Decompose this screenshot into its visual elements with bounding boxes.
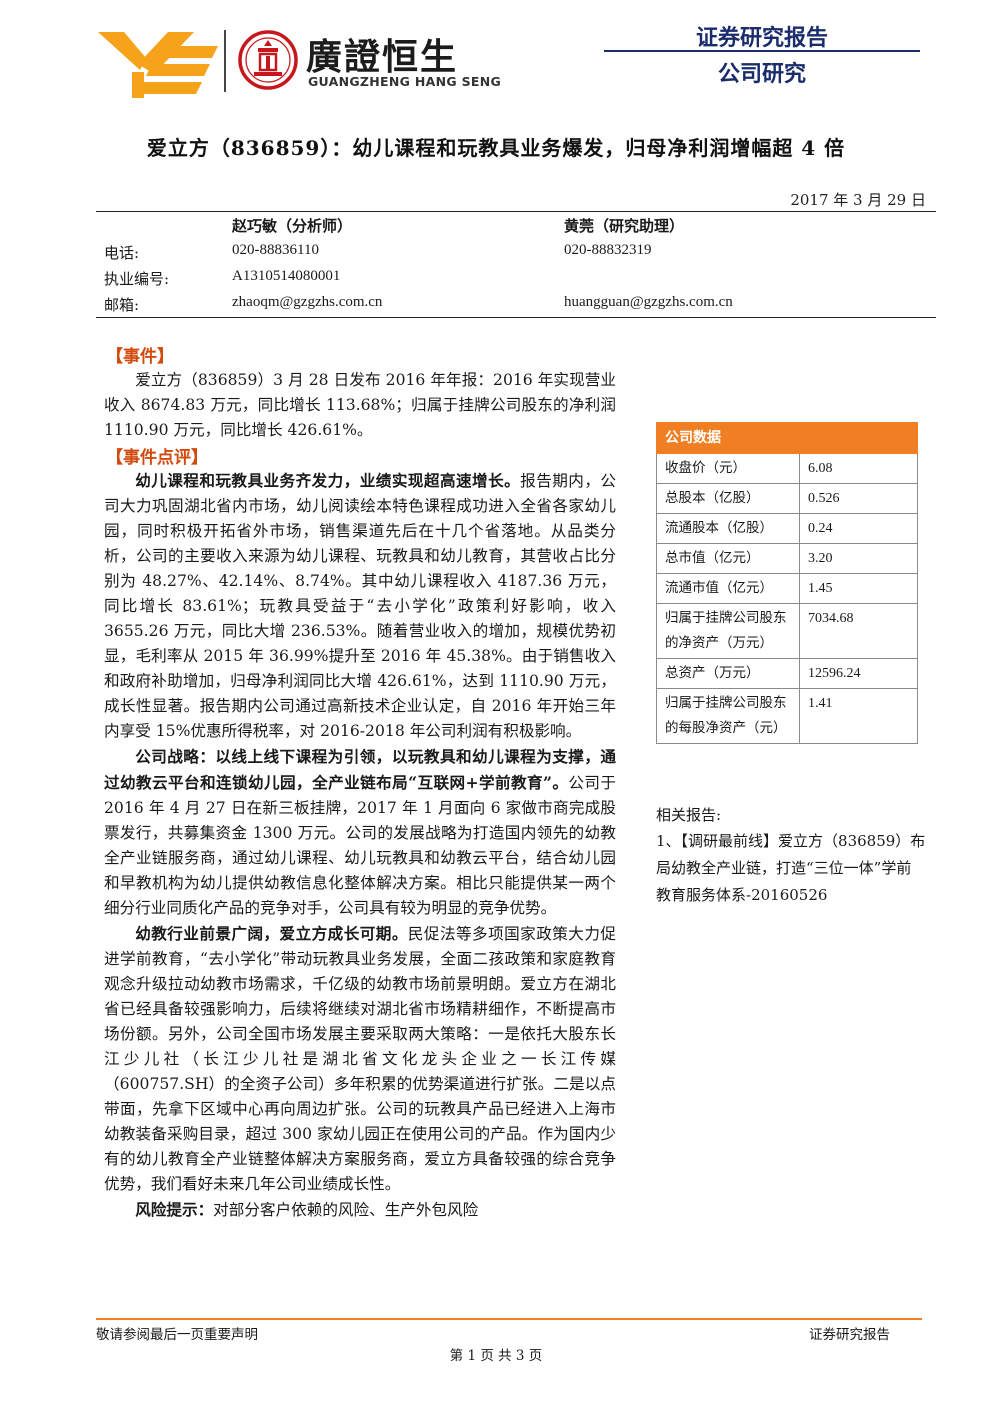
seal-logo-icon <box>238 30 298 90</box>
ye-logo-icon <box>98 32 218 98</box>
table-cell-label: 流通股本（亿股） <box>656 513 800 544</box>
table-cell-label: 归属于挂牌公司股东的净资产（万元） <box>656 603 800 659</box>
risk-lead: 风险提示： <box>135 1200 214 1219</box>
table-row: 总资产（万元） 12596.24 <box>656 658 918 689</box>
table-cell-label: 总市值（亿元） <box>656 543 800 574</box>
table-row: 总市值（亿元） 3.20 <box>656 543 918 574</box>
brand-name-cn: 廣證恒生 <box>306 37 459 78</box>
comment-paragraph-1: 幼儿课程和玩教具业务齐发力，业绩实现超高速增长。报告期内，公司大力巩固湖北省内市… <box>104 468 616 744</box>
risk-paragraph: 风险提示：对部分客户依赖的风险、生产外包风险 <box>104 1197 616 1223</box>
comment-p3-lead: 幼教行业前景广阔，爱立方成长可期。 <box>135 924 408 943</box>
table-cell-value: 7034.68 <box>799 603 918 659</box>
comment-p2-text: 公司于 2016 年 4 月 27 日在新三板挂牌，2017 年 1 月面向 6… <box>104 774 616 917</box>
header-rule <box>604 50 920 52</box>
footer-disclaimer-note: 敬请参阅最后一页重要声明 <box>96 1327 258 1343</box>
table-cell-label: 归属于挂牌公司股东的每股净资产（元） <box>656 688 800 744</box>
comment-p2-lead: 公司战略：以线上线下课程为引领，以玩教具和幼儿课程为支撑，通过幼教云平台和连锁幼… <box>104 747 616 792</box>
comment-paragraph-3: 幼教行业前景广阔，爱立方成长可期。民促法等多项国家政策大力促进学前教育，“去小学… <box>104 921 616 1197</box>
comment-p3-text: 民促法等多项国家政策大力促进学前教育，“去小学化”带动玩教具业务发展，全面二孩政… <box>104 925 616 1193</box>
table-cell-value: 3.20 <box>799 543 918 574</box>
analyst-assistant-phone: 020-88832319 <box>564 242 652 258</box>
table-cell-value: 6.08 <box>799 453 918 484</box>
report-date: 2017 年 3 月 29 日 <box>790 191 926 209</box>
analyst-rule-bottom <box>96 317 936 318</box>
table-cell-label: 总资产（万元） <box>656 658 800 689</box>
related-reports-title: 相关报告: <box>656 806 722 824</box>
table-row: 总股本（亿股） 0.526 <box>656 483 918 514</box>
company-data-table: 公司数据 收盘价（元） 6.08 总股本（亿股） 0.526 流通股本（亿股） … <box>656 422 918 744</box>
comment-p1-text: 报告期内，公司大力巩固湖北省内市场，幼儿阅读绘本特色课程成功进入全省各家幼儿园，… <box>104 472 616 740</box>
risk-text: 对部分客户依赖的风险、生产外包风险 <box>213 1201 479 1219</box>
comment-p1-lead: 幼儿课程和玩教具业务齐发力，业绩实现超高速增长。 <box>135 471 521 490</box>
event-heading: 【事件】 <box>106 347 174 367</box>
comment-heading: 【事件点评】 <box>106 448 208 468</box>
table-cell-value: 12596.24 <box>799 658 918 689</box>
table-cell-value: 1.45 <box>799 573 918 604</box>
event-paragraph: 爱立方（836859）3 月 28 日发布 2016 年年报：2016 年实现营… <box>104 371 616 439</box>
table-cell-label: 流通市值（亿元） <box>656 573 800 604</box>
footer-rule <box>96 1318 922 1320</box>
table-cell-label: 收盘价（元） <box>656 453 800 484</box>
table-row: 流通市值（亿元） 1.45 <box>656 573 918 604</box>
comment-paragraph-2: 公司战略：以线上线下课程为引领，以玩教具和幼儿课程为支撑，通过幼教云平台和连锁幼… <box>104 744 616 921</box>
phone-label: 电话: <box>104 244 140 262</box>
footer-report-type: 证券研究报告 <box>809 1327 890 1343</box>
table-row: 归属于挂牌公司股东的净资产（万元） 7034.68 <box>656 603 918 659</box>
table-cell-value: 0.24 <box>799 513 918 544</box>
analyst-primary-name: 赵巧敏（分析师） <box>232 217 353 235</box>
analyst-primary-email[interactable]: zhaoqm@gzgzhs.com.cn <box>232 294 383 310</box>
page-number: 第 1 页 共 3 页 <box>449 1348 543 1364</box>
analyst-rule-top <box>96 211 936 212</box>
table-row: 流通股本（亿股） 0.24 <box>656 513 918 544</box>
company-data-heading: 公司数据 <box>656 422 918 454</box>
analyst-assistant-name: 黄莞（研究助理） <box>564 217 685 235</box>
license-label: 执业编号: <box>104 270 170 288</box>
table-row: 收盘价（元） 6.08 <box>656 453 918 484</box>
table-header-row: 公司数据 <box>656 422 918 454</box>
table-row: 归属于挂牌公司股东的每股净资产（元） 1.41 <box>656 688 918 744</box>
table-cell-label: 总股本（亿股） <box>656 483 800 514</box>
brand-name-en: GUANGZHENG HANG SENG <box>308 74 502 89</box>
report-subtype: 公司研究 <box>717 62 806 87</box>
table-cell-value: 1.41 <box>799 688 918 744</box>
related-report-link[interactable]: 1、【调研最前线】爱立方（836859）布局幼教全产业链，打造“三位一体”学前教… <box>656 832 926 904</box>
email-label: 邮箱: <box>104 296 140 314</box>
comment-body: 幼儿课程和玩教具业务齐发力，业绩实现超高速增长。报告期内，公司大力巩固湖北省内市… <box>104 468 616 1223</box>
report-title: 爱立方（836859）：幼儿课程和玩教具业务爆发，归母净利润增幅超 4 倍 <box>146 136 846 160</box>
analyst-assistant-email[interactable]: huangguan@gzgzhs.com.cn <box>564 294 733 310</box>
analyst-primary-phone: 020-88836110 <box>232 242 319 258</box>
analyst-primary-license: A1310514080001 <box>232 268 341 284</box>
event-body: 爱立方（836859）3 月 28 日发布 2016 年年报：2016 年实现营… <box>104 368 616 443</box>
table-cell-value: 0.526 <box>799 483 918 514</box>
logo-divider <box>224 30 226 92</box>
report-type: 证券研究报告 <box>695 26 828 51</box>
